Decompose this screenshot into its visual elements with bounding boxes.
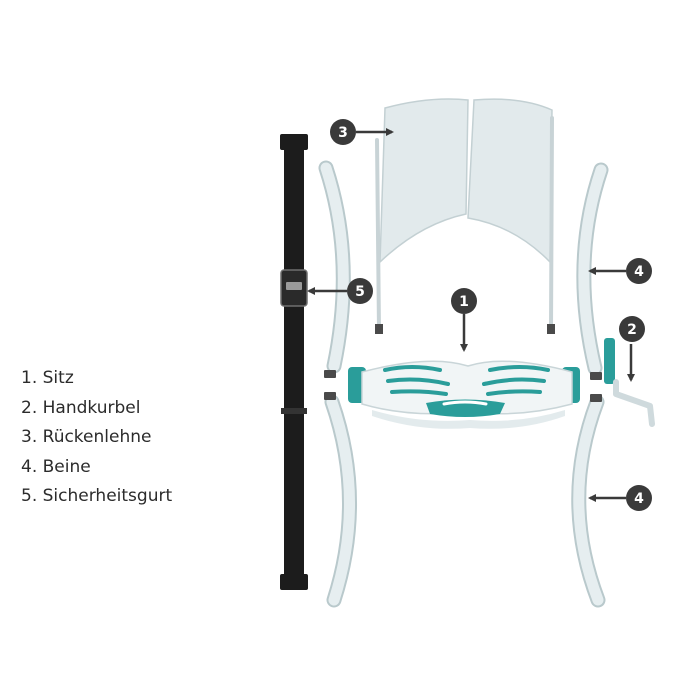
callout-arrows — [307, 128, 635, 502]
backrest-panel-right — [467, 98, 553, 264]
crank-grip — [604, 338, 615, 384]
callout-badge-belt: 5 — [347, 278, 373, 304]
legend-number: 1. — [21, 368, 38, 388]
backrest-panel-left — [379, 98, 469, 264]
legend-label: Beine — [42, 456, 91, 477]
belt-adjuster — [281, 408, 307, 414]
backrest-rod-right — [549, 116, 554, 332]
legend-label: Rückenlehne — [42, 427, 152, 447]
callout-number: 3 — [338, 125, 348, 141]
crank-arm — [613, 379, 655, 427]
leg-joints — [324, 370, 602, 402]
hand-crank — [604, 338, 655, 427]
callout-number: 1 — [459, 294, 469, 310]
joint-right-upper — [590, 372, 602, 380]
belt-bottom-loop — [280, 574, 308, 590]
belt-strap — [284, 134, 304, 590]
callout-number: 4 — [634, 264, 644, 280]
grip-stripe — [482, 377, 546, 386]
leg-upper-right — [578, 164, 607, 374]
belt-buckle-latch — [286, 282, 302, 290]
legend-label: Handkurbel — [42, 397, 141, 418]
legend-number: 2. — [21, 397, 38, 418]
legend-label: Sitz — [42, 368, 74, 388]
backrest-rod-left — [375, 138, 381, 332]
callout-number: 4 — [634, 491, 644, 507]
callout-badge-leg-upper: 4 — [626, 258, 652, 284]
seat-grip-stripes — [383, 365, 550, 396]
legend-item-sicherheitsgurt: 5. Sicherheitsgurt — [21, 482, 172, 512]
joint-right-lower — [590, 394, 602, 402]
legend-label: Sicherheitsgurt — [42, 486, 173, 506]
leg-upper-left — [320, 162, 349, 372]
leg-lower-right — [573, 396, 604, 606]
seat — [348, 360, 580, 429]
grip-stripe — [486, 389, 542, 396]
legend-item-sitz: 1. Sitz — [21, 364, 172, 394]
legend-number: 4. — [21, 456, 38, 477]
legend-item-rueckenlehne: 3. Rückenlehne — [21, 423, 172, 453]
joint-left-upper — [324, 370, 336, 378]
backrest-rod-cap-right — [547, 324, 555, 334]
callout-badge-backrest: 3 — [330, 119, 356, 145]
grip-stripe — [488, 365, 550, 372]
legs — [318, 160, 609, 608]
grip-stripe — [390, 389, 448, 396]
leg-lower-left — [326, 396, 355, 606]
safety-belt — [280, 134, 308, 590]
seat-handle-slot — [442, 400, 488, 406]
callout-badge-seat: 1 — [451, 288, 477, 314]
grip-stripe — [383, 365, 442, 372]
legend-number: 5. — [21, 486, 38, 506]
callout-badge-crank: 2 — [619, 316, 645, 342]
callout-badge-leg-lower: 4 — [626, 485, 652, 511]
joint-left-lower — [324, 392, 336, 400]
parts-legend: 1. Sitz 2. Handkurbel 3. Rückenlehne 4. … — [21, 364, 172, 512]
legend-item-beine: 4. Beine — [21, 453, 172, 483]
seat-base — [372, 410, 565, 429]
backrest-rod-cap-left — [375, 324, 383, 334]
belt-top-loop — [280, 134, 308, 150]
grip-stripe — [386, 377, 450, 386]
seat-body — [361, 360, 573, 415]
callout-badges: 1 2 3 4 4 5 — [330, 119, 652, 511]
legend-item-handkurbel: 2. Handkurbel — [21, 394, 172, 424]
backrest — [375, 98, 555, 334]
callout-number: 5 — [355, 284, 365, 300]
legend-number: 3. — [21, 427, 38, 447]
callout-number: 2 — [627, 322, 637, 338]
